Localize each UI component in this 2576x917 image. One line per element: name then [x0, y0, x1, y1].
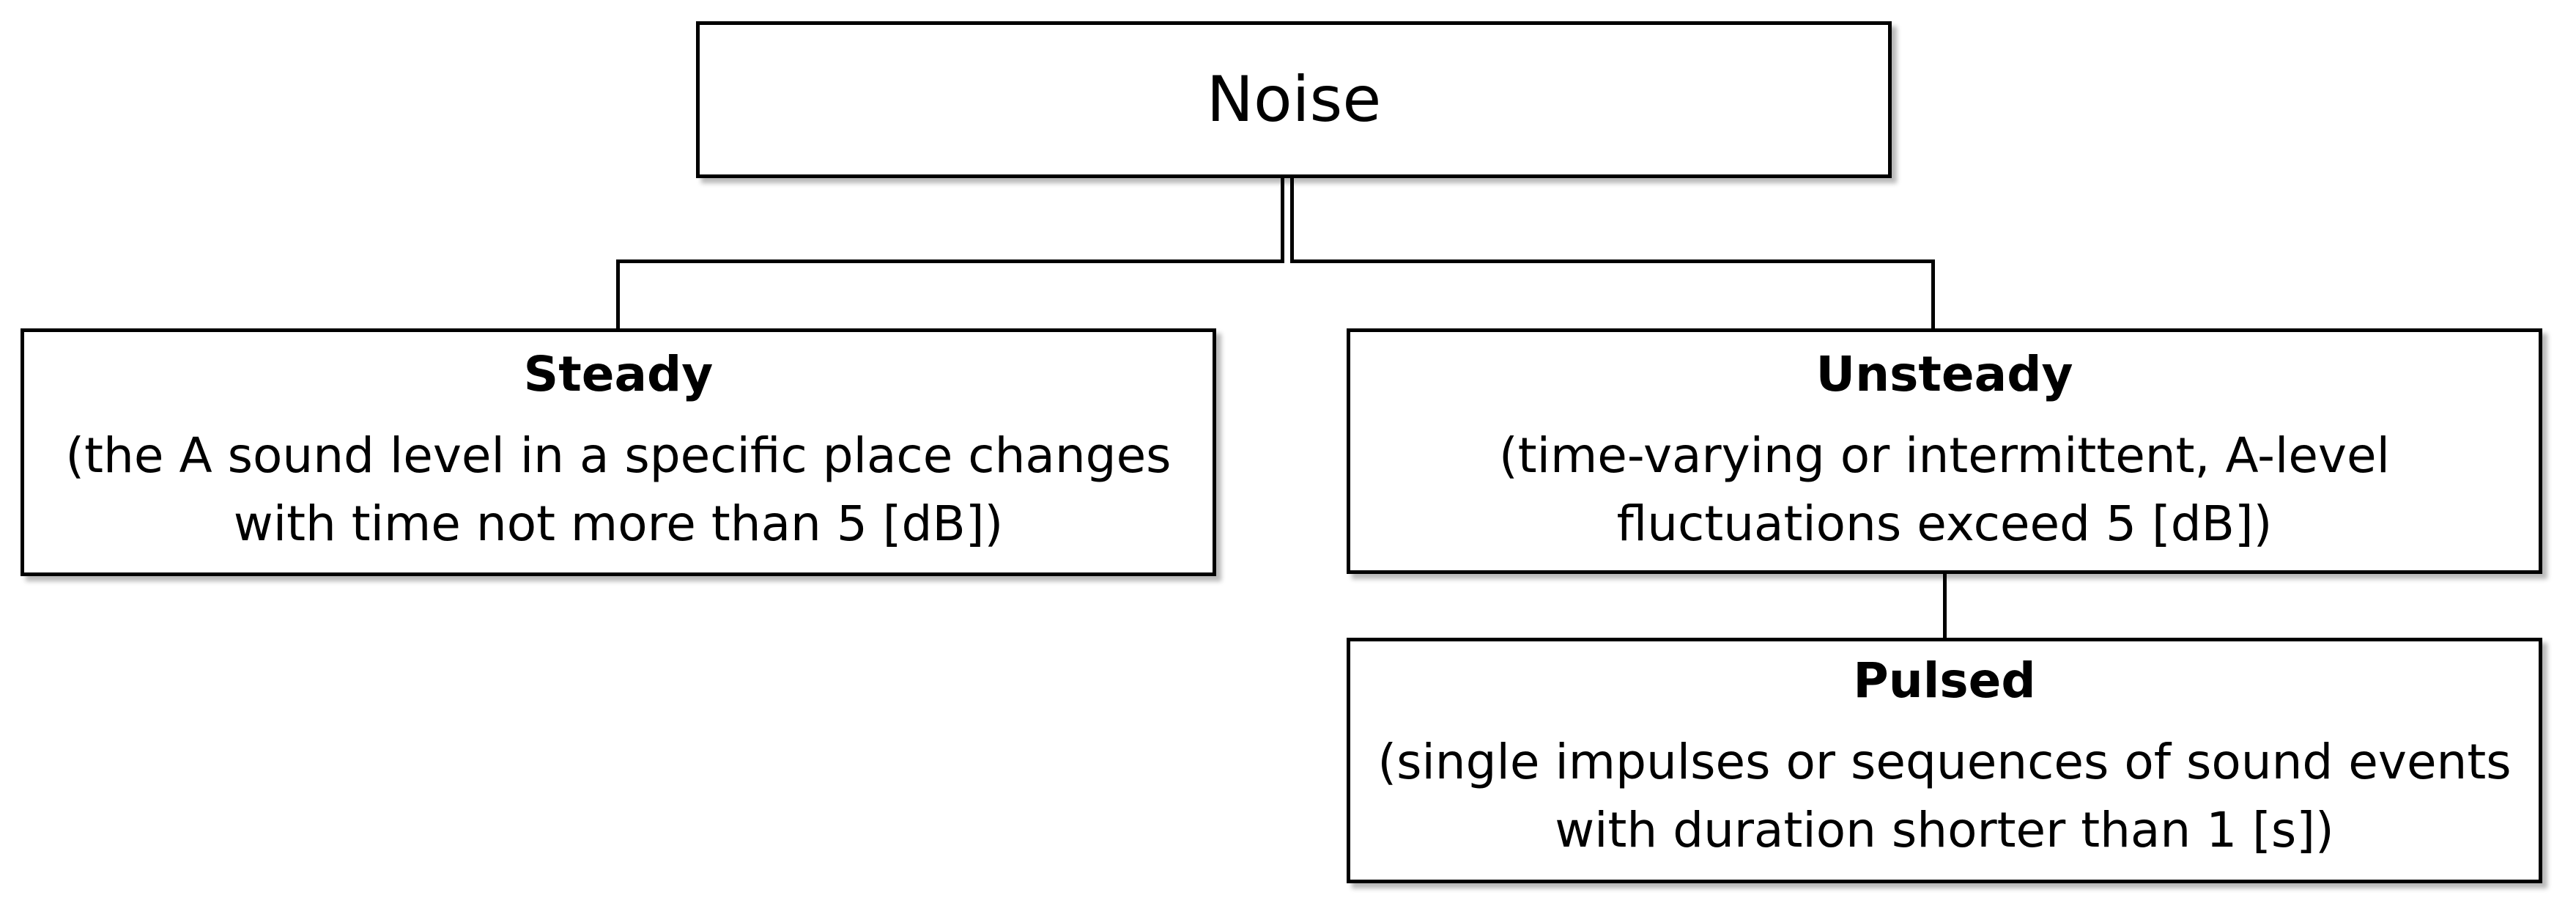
node-pulsed: Pulsed (single impulses or sequences of …: [1347, 638, 2542, 883]
node-steady-title: Steady: [523, 346, 714, 402]
connector-to-unsteady: [1931, 259, 1935, 330]
connector-to-steady: [616, 259, 620, 330]
node-pulsed-description: (single impulses or sequences of sound e…: [1377, 734, 2512, 858]
node-unsteady-title: Unsteady: [1816, 346, 2073, 402]
connector-unsteady-to-pulsed: [1943, 572, 1947, 639]
node-noise: Noise: [696, 21, 1892, 178]
node-unsteady-description: (time-varying or intermittent, A-level f…: [1499, 427, 2390, 552]
connector-root-double-right: [1290, 178, 1294, 263]
node-steady-description: (the A sound level in a specific place c…: [65, 427, 1172, 552]
node-steady: Steady (the A sound level in a specific …: [21, 328, 1216, 576]
connector-right-horizontal: [1290, 259, 1935, 263]
node-noise-label: Noise: [1206, 63, 1382, 136]
connector-left-horizontal: [616, 259, 1284, 263]
node-pulsed-title: Pulsed: [1853, 652, 2036, 709]
node-unsteady: Unsteady (time-varying or intermittent, …: [1347, 328, 2542, 574]
connector-root-double-left: [1281, 178, 1284, 263]
